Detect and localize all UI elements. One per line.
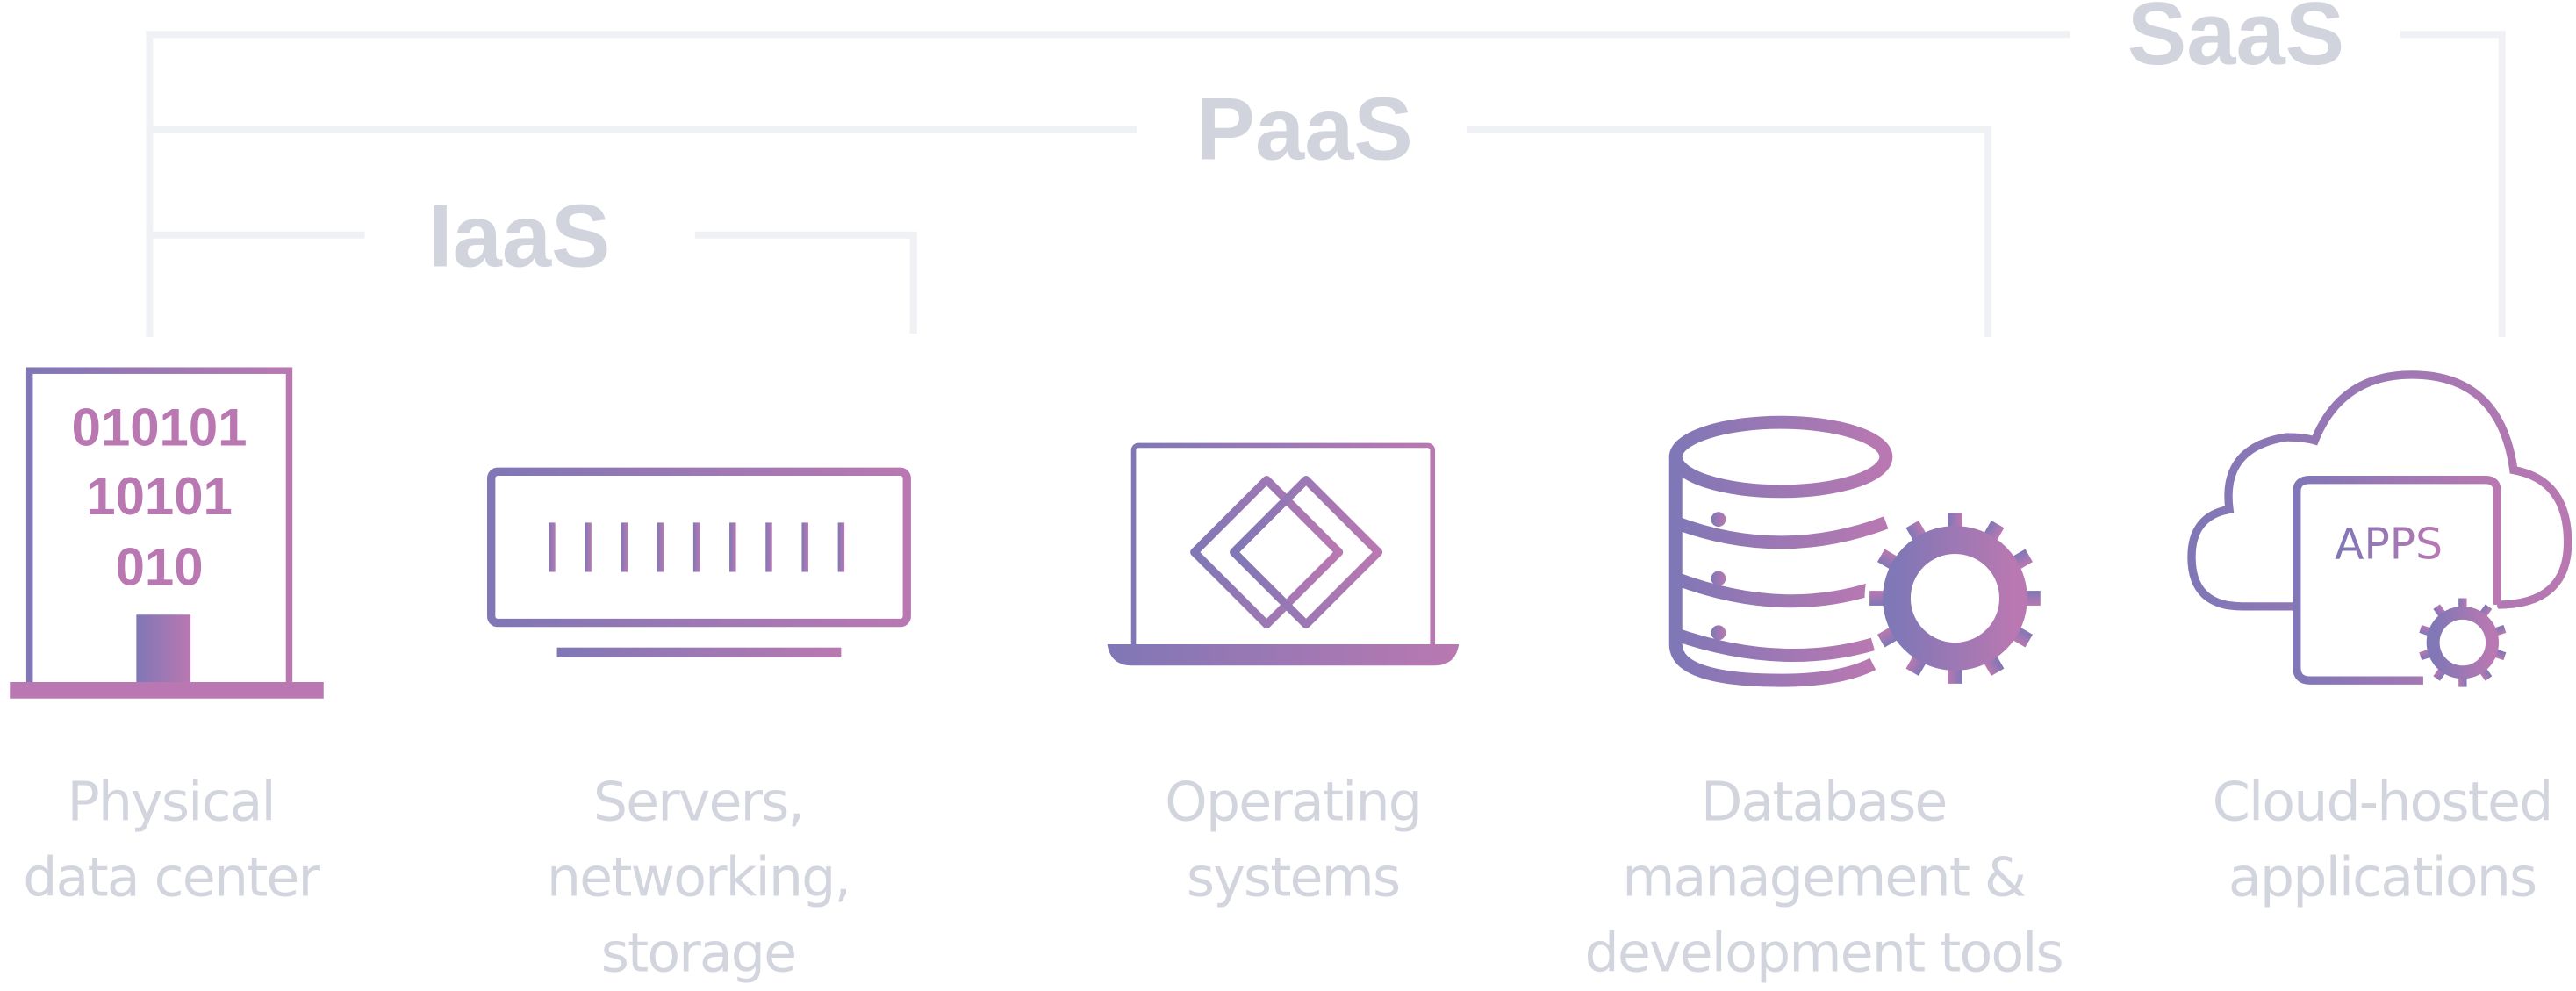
server-port-bar xyxy=(657,522,664,572)
caption-database: Database management & development tools xyxy=(1585,770,2064,985)
iaas-bracket xyxy=(149,231,917,334)
binary-line-1: 010101 xyxy=(72,398,248,456)
apps-badge-text: APPS xyxy=(2335,521,2443,570)
gear-icon xyxy=(2413,592,2512,693)
svg-text:storage: storage xyxy=(601,922,796,985)
paas-label: PaaS xyxy=(1196,80,1413,179)
saas-label: SaaS xyxy=(2128,0,2344,83)
svg-text:Operating: Operating xyxy=(1165,770,1421,833)
gear-icon xyxy=(1864,507,2046,689)
laptop-icon xyxy=(1107,442,1460,666)
server-port-bar xyxy=(729,522,736,572)
server-port-bar xyxy=(765,522,772,572)
cloud-apps-icon: APPS xyxy=(2187,370,2572,693)
paas-bracket xyxy=(149,126,1991,337)
server-port-bar xyxy=(801,522,808,572)
database-gear-icon xyxy=(1668,415,2046,689)
server-port-bar xyxy=(692,522,700,572)
server-port-bar xyxy=(837,522,845,572)
svg-text:management &: management & xyxy=(1622,845,2026,908)
caption-apps: Cloud-hosted applications xyxy=(2213,770,2554,908)
binary-line-3: 010 xyxy=(116,538,204,597)
caption-servers: Servers, networking, storage xyxy=(547,770,851,985)
svg-text:Database: Database xyxy=(1701,770,1947,833)
server-port-bar xyxy=(585,522,592,572)
svg-text:Servers,: Servers, xyxy=(593,770,803,833)
svg-text:systems: systems xyxy=(1187,845,1399,908)
server-port-bar xyxy=(621,522,628,572)
building-icon: 010101 10101 010 xyxy=(10,367,324,699)
caption-os: Operating systems xyxy=(1165,770,1423,908)
svg-text:Cloud-hosted: Cloud-hosted xyxy=(2213,770,2552,833)
binary-line-2: 10101 xyxy=(86,467,233,526)
svg-text:data center: data center xyxy=(23,845,320,908)
server-port-bars xyxy=(549,522,845,572)
svg-text:applications: applications xyxy=(2228,845,2536,908)
caption-physical: Physical data center xyxy=(23,770,322,908)
svg-text:Physical: Physical xyxy=(68,770,275,833)
svg-text:development tools: development tools xyxy=(1585,922,2063,985)
svg-text:networking,: networking, xyxy=(547,845,850,908)
server-icon xyxy=(486,467,911,657)
iaas-label: IaaS xyxy=(428,186,611,285)
server-port-bar xyxy=(549,522,556,572)
